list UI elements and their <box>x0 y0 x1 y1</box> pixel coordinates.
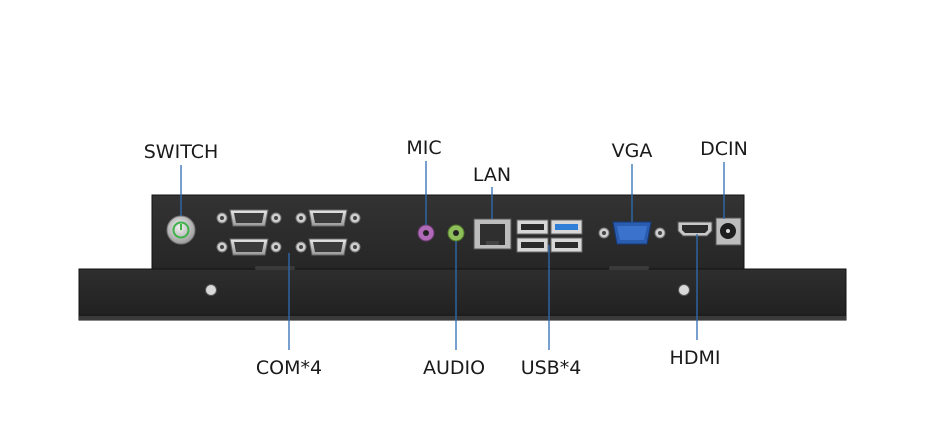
label-mic: MIC <box>406 137 441 159</box>
base-bevel <box>79 316 846 320</box>
com-port <box>295 238 361 256</box>
audio-jack <box>447 224 465 242</box>
label-usb: USB*4 <box>521 357 582 379</box>
label-vga: VGA <box>612 140 653 162</box>
label-lan: LAN <box>473 164 511 186</box>
base-screw-right <box>678 284 690 296</box>
label-switch: SWITCH <box>144 141 219 163</box>
com-port <box>295 209 361 227</box>
com-ports <box>216 209 361 256</box>
hdmi-port <box>677 221 713 237</box>
base-screw-left <box>205 284 217 296</box>
usb-port <box>516 237 549 253</box>
label-audio: AUDIO <box>423 357 485 379</box>
label-com: COM*4 <box>256 357 322 379</box>
foot-notch <box>255 266 295 270</box>
usb-port <box>550 237 583 253</box>
com-port <box>216 209 282 227</box>
usb-ports <box>516 219 583 253</box>
label-hdmi: HDMI <box>670 347 721 369</box>
foot-notch <box>609 266 649 270</box>
usb-port <box>550 219 583 235</box>
usb-port <box>516 219 549 235</box>
vga-port <box>598 221 666 245</box>
dc-in-port <box>715 217 742 246</box>
lan-port <box>473 218 512 250</box>
leader-lines <box>180 161 725 350</box>
chassis <box>78 194 847 321</box>
com-port <box>216 238 282 256</box>
power-switch <box>166 215 196 245</box>
base-plate <box>78 268 847 321</box>
mic-jack <box>417 224 435 242</box>
label-dcin: DCIN <box>700 138 748 160</box>
labels: SWITCH MIC LAN VGA DCIN COM*4 AUDIO USB*… <box>144 137 748 379</box>
